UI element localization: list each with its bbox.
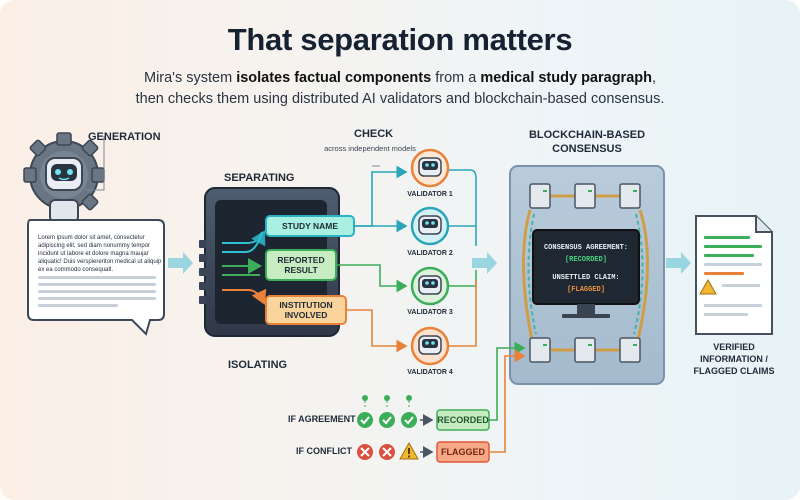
check-label: CHECK [354, 128, 394, 140]
page-subtitle: Mira's system isolates factual component… [0, 68, 800, 110]
recorded-badge: RECORDED [437, 415, 489, 425]
subtitle-line-2: then checks them using distributed AI va… [135, 91, 665, 107]
subtitle-emphasis: medical study paragraph [480, 70, 652, 86]
separating-label: SEPARATING [224, 172, 295, 184]
validator-3-icon [410, 266, 450, 306]
isolating-label: ISOLATING [228, 359, 288, 371]
validator-3-label: VALIDATOR 3 [407, 309, 453, 316]
generated-text-bubble [27, 219, 165, 336]
subtitle-emphasis: isolates factual components [236, 70, 432, 86]
screen-recorded: [RECORDED] [564, 256, 607, 264]
screen-flagged: [FLAGGED] [567, 286, 605, 294]
flow-arrow-3 [666, 252, 691, 274]
check-sublabel: across independent models [324, 144, 416, 153]
conflict-legend-graphics [357, 349, 526, 463]
consensus-label-line-1: BLOCKCHAIN-BASED [528, 129, 646, 141]
check-icon [357, 412, 417, 428]
output-label-line-3: FLAGGED CLAIMS [693, 366, 775, 376]
component-reported-result: REPORTED RESULT [277, 255, 325, 275]
screen-consensus-agreement: CONSENSUS AGREEMENT: [543, 244, 628, 252]
validator-4-label: VALIDATOR 4 [407, 369, 453, 376]
subtitle-part: , [651, 70, 657, 86]
validator-2-icon [410, 206, 450, 246]
if-agreement-label: IF AGREEMENT [288, 414, 356, 424]
generated-paragraph: Lorem ipsum dolor sit amet, consectetur … [38, 235, 162, 273]
generation-label: GENERATION [88, 131, 161, 143]
flow-arrow-2 [472, 252, 497, 274]
output-label: VERIFIED INFORMATION / FLAGGED CLAIMS [678, 341, 790, 377]
page-title: That separation matters [227, 22, 573, 57]
if-conflict-label: IF CONFLICT [296, 446, 352, 456]
flow-arrow-1 [168, 252, 193, 274]
agreement-legend-graphics [357, 341, 526, 431]
flagged-badge: FLAGGED [441, 447, 485, 457]
validator-1-label: VALIDATOR 1 [407, 191, 453, 198]
validator-4-icon [410, 326, 450, 366]
component-institution: INSTITUTION INVOLVED [279, 300, 333, 320]
screen-unsettled-claim: UNSETTLED CLAIM: [552, 274, 620, 282]
subtitle-part: Mira's system [143, 70, 237, 86]
warning-icon [699, 278, 717, 295]
validator-1-icon [410, 148, 450, 188]
output-label-line-1: VERIFIED [713, 342, 755, 352]
output-label-line-2: INFORMATION / [700, 354, 768, 364]
verified-document-icon [695, 215, 773, 335]
subtitle-part: from a [431, 70, 481, 86]
consensus-label-line-2: CONSENSUS [552, 143, 622, 155]
component-study-name: STUDY NAME [281, 221, 339, 231]
consensus-panel [509, 165, 665, 385]
cross-icon [357, 444, 395, 460]
validator-2-label: VALIDATOR 2 [407, 250, 453, 257]
consensus-label: BLOCKCHAIN-BASED CONSENSUS [508, 128, 666, 156]
generator-robot-icon [45, 157, 83, 223]
